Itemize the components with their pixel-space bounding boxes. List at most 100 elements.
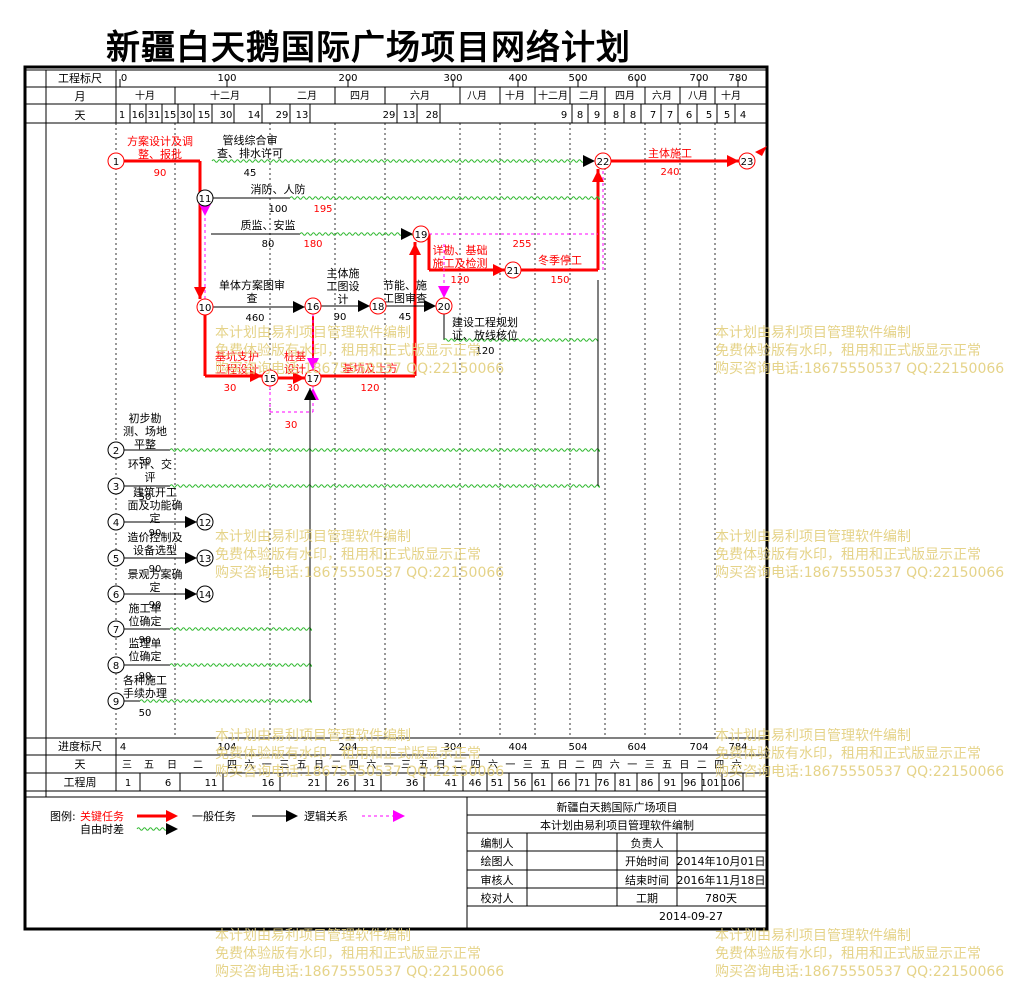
month-label-cell: 二月 bbox=[297, 90, 317, 102]
node-8-label: 8 bbox=[113, 661, 119, 672]
node-13-label: 13 bbox=[199, 554, 212, 565]
node-3-circle bbox=[107, 477, 125, 495]
node-14-label: 14 bbox=[199, 590, 212, 601]
critical-head bbox=[592, 170, 604, 182]
week-cell: 66 bbox=[558, 778, 571, 789]
activity-1-10: 整、报批 bbox=[138, 147, 182, 161]
progress-tick-label: 4 bbox=[120, 742, 126, 753]
node-22-label: 22 bbox=[597, 157, 610, 168]
day-label-cell: 4 bbox=[740, 110, 746, 121]
day-label-cell: 29 bbox=[383, 110, 396, 121]
month-label-cell: 十二月 bbox=[538, 89, 568, 102]
week-cell: 11 bbox=[205, 778, 218, 789]
arrow-head bbox=[358, 300, 370, 312]
ruler-tick-label: 600 bbox=[627, 73, 646, 84]
free-float-qa bbox=[299, 232, 414, 236]
week-cell: 31 bbox=[363, 778, 376, 789]
day-label-cell: 8 bbox=[577, 110, 583, 121]
weekday-cell: 二 bbox=[331, 760, 341, 771]
info-made-by: 本计划由易利项目管理软件编制 bbox=[540, 818, 694, 832]
duration-16-18: 90 bbox=[334, 312, 347, 323]
activity-1-10: 方案设计及调 bbox=[127, 134, 193, 148]
month-label-cell: 八月 bbox=[688, 90, 708, 102]
weekday-cell: 一 bbox=[505, 760, 515, 771]
day-label-cell: 7 bbox=[667, 110, 673, 121]
node-11-label: 11 bbox=[199, 194, 212, 205]
week-cell: 46 bbox=[469, 778, 482, 789]
activity-10-15: 工程设计 bbox=[215, 363, 259, 376]
info-start-value: 2014年10月01日 bbox=[677, 854, 766, 868]
node-4-label: 4 bbox=[113, 518, 119, 529]
day-label-cell: 15 bbox=[164, 110, 177, 121]
activity-fire: 消防、人防 bbox=[251, 182, 306, 196]
day-label-cell: 31 bbox=[148, 110, 161, 121]
weekday-cell: 五 bbox=[662, 760, 672, 771]
progress-tick-label: 304 bbox=[443, 742, 462, 753]
activity-2: 测、场地 bbox=[123, 424, 167, 438]
activity-6-14: 定 bbox=[150, 580, 161, 594]
day-label-cell: 14 bbox=[248, 110, 261, 121]
node-16-circle bbox=[304, 297, 322, 315]
node-18-label: 18 bbox=[372, 302, 385, 313]
info-end-label: 结束时间 bbox=[625, 874, 669, 887]
node-23-label: 23 bbox=[741, 157, 754, 168]
progress-tick-label: 204 bbox=[338, 742, 357, 753]
duration-7: 90 bbox=[139, 635, 152, 646]
weekday-cell: 六 bbox=[732, 759, 742, 771]
node-5-circle bbox=[107, 549, 125, 567]
week-cell: 56 bbox=[514, 778, 527, 789]
info-date: 2014-09-27 bbox=[659, 910, 723, 923]
node-21-label: 21 bbox=[507, 266, 520, 277]
month-label-cell: 十月 bbox=[505, 89, 525, 102]
free-float-20-22 bbox=[443, 338, 599, 342]
free-float-8 bbox=[169, 663, 313, 667]
arrow-head bbox=[185, 588, 197, 600]
weekday-cell: 二 bbox=[575, 760, 585, 771]
week-cell: 36 bbox=[406, 778, 419, 789]
weekday-cell: 日 bbox=[167, 760, 177, 771]
activity-18-20: 节能、施 bbox=[383, 278, 427, 292]
week-cell: 1 bbox=[125, 778, 131, 789]
legend-logic: 逻辑关系 bbox=[304, 809, 348, 823]
month-label-cell: 十月 bbox=[135, 89, 155, 102]
week-cell: 71 bbox=[578, 778, 591, 789]
legend-title: 图例: bbox=[50, 809, 76, 823]
node-12-circle bbox=[196, 513, 214, 531]
activity-2: 初步勘 bbox=[129, 411, 162, 425]
week-cell: 101 bbox=[700, 778, 719, 789]
activity-3: 环评、交 bbox=[128, 457, 172, 471]
activity-10-15: 基坑支护 bbox=[215, 349, 259, 363]
week-cell: 26 bbox=[337, 778, 350, 789]
activity-10-16: 单体方案图审 bbox=[219, 278, 285, 292]
weekday-cell: 一 bbox=[627, 760, 637, 771]
arrow-head bbox=[424, 300, 436, 312]
weekday-cell: 六 bbox=[366, 759, 376, 771]
info-checker-label: 校对人 bbox=[481, 891, 514, 905]
node-20-label: 20 bbox=[438, 302, 451, 313]
node-9-label: 9 bbox=[113, 697, 119, 708]
month-label-cell: 四月 bbox=[350, 90, 370, 102]
duration-fire: 100 bbox=[268, 204, 287, 215]
duration-2: 50 bbox=[139, 456, 152, 467]
day-label-cell: 5 bbox=[724, 110, 730, 121]
node-15-circle bbox=[261, 369, 279, 387]
critical-head bbox=[493, 264, 505, 276]
logic-head bbox=[199, 204, 211, 216]
node-1-label: 1 bbox=[113, 157, 119, 168]
weekday-cell: 一 bbox=[262, 760, 272, 771]
arrow-head bbox=[185, 516, 197, 528]
weekday-cell: 日 bbox=[436, 760, 446, 771]
arrow-head bbox=[583, 155, 595, 167]
day-label-cell: 13 bbox=[403, 110, 416, 121]
node-1-circle bbox=[107, 152, 125, 170]
duration-18-20: 45 bbox=[399, 312, 412, 323]
activity-9: 手续办理 bbox=[123, 686, 167, 700]
week-label: 工程周 bbox=[64, 776, 97, 789]
free-float-2 bbox=[169, 448, 601, 452]
progress-tick-label: 704 bbox=[689, 742, 708, 753]
info-duration-label: 工期 bbox=[636, 892, 658, 905]
week-cell: 61 bbox=[534, 778, 547, 789]
week-cell: 6 bbox=[165, 778, 171, 789]
duration-15-17: 30 bbox=[287, 383, 300, 394]
day-label-cell: 8 bbox=[613, 110, 619, 121]
